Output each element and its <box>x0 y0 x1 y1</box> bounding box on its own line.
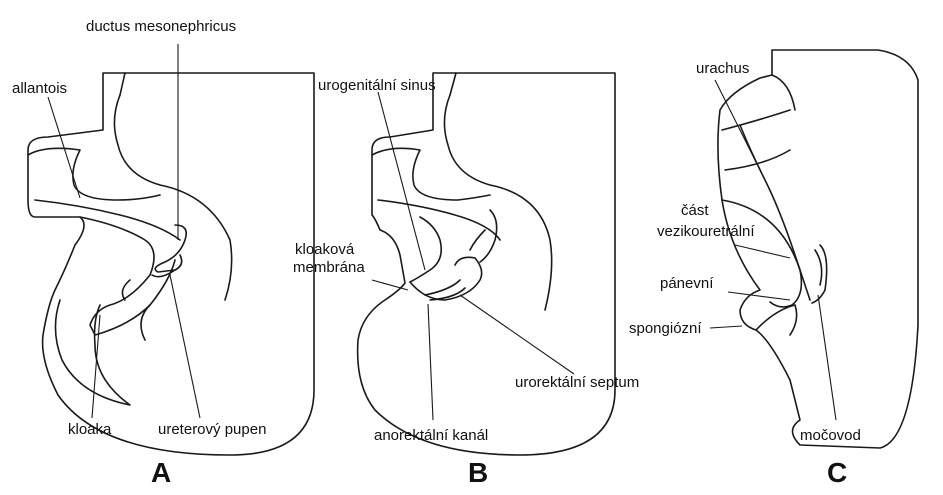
label-pelvic: pánevní <box>660 275 714 292</box>
leader-spongy-c <box>710 326 742 328</box>
embryo-outline-b <box>358 73 615 455</box>
label-kloaka: kloaka <box>68 421 112 438</box>
label-ureter-bud: ureterový pupen <box>158 421 266 438</box>
panel-a: ductus mesonephricus allantois kloaka ur… <box>12 18 314 488</box>
panel-c: urachus část vezikouretrální pánevní spo… <box>629 50 918 488</box>
panel-letter-b: B <box>468 457 488 488</box>
label-anorectal-canal: anorektální kanál <box>374 427 488 444</box>
label-part-line1: část <box>681 202 709 219</box>
label-part-line2: vezikouretrální <box>657 223 755 240</box>
panel-letter-a: A <box>151 457 171 488</box>
label-membrane-line1: kloaková <box>295 241 355 258</box>
label-urogenital-sinus: urogenitální sinus <box>318 77 436 94</box>
label-spongy: spongiózní <box>629 320 702 337</box>
panel-b: urogenitální sinus kloaková membrána uro… <box>293 73 639 488</box>
label-ureter: močovod <box>800 427 861 444</box>
embryo-outline-a <box>28 73 314 455</box>
label-membrane-line2: membrána <box>293 259 365 276</box>
panel-letter-c: C <box>827 457 847 488</box>
embryo-outline-c <box>718 50 918 448</box>
label-allantois: allantois <box>12 80 67 97</box>
label-ductus-mesonephricus: ductus mesonephricus <box>86 18 236 35</box>
label-urorectal-septum: urorektální septum <box>515 374 639 391</box>
label-urachus: urachus <box>696 60 749 77</box>
